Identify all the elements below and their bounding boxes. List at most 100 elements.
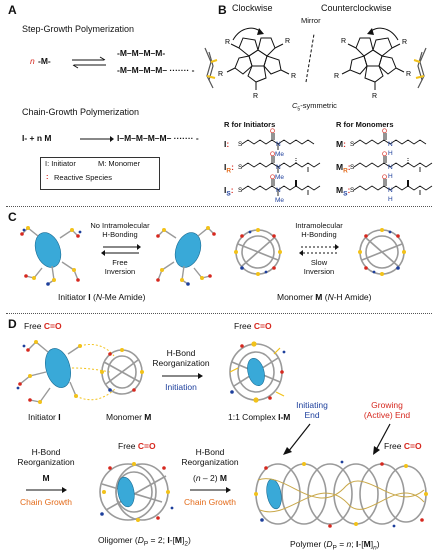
slow-inversion-line1: Slow bbox=[310, 258, 328, 267]
hbond-reorg-line2-a: Reorganization bbox=[152, 358, 210, 368]
legend-box bbox=[40, 157, 160, 190]
step-monomer: -M- bbox=[38, 56, 51, 66]
symmetry-label: C5-symmetric bbox=[292, 101, 337, 113]
n-methyl-label: Me bbox=[275, 197, 284, 204]
step-growth-title: Step-Growth Polymerization bbox=[22, 24, 135, 34]
carbonyl-oxygen: O bbox=[270, 151, 275, 158]
carbonyl-oxygen: O bbox=[382, 174, 387, 181]
r-initiators-heading: R for Initiators bbox=[224, 120, 276, 129]
chain-product: I–M–M–M–M– ······· - bbox=[117, 133, 199, 143]
r-label: R bbox=[406, 71, 411, 78]
panel-a-letter: A bbox=[8, 3, 17, 17]
chain-reactants: I- + n M bbox=[22, 133, 52, 143]
initiation-label: Initiation bbox=[165, 382, 197, 392]
r-label: R bbox=[372, 93, 377, 100]
r-group-structures: S S S S S S O O O O O O N N N N N N Me M… bbox=[238, 128, 433, 204]
oligomer-caption: Oligomer (DP = 2; I-[M]2) bbox=[98, 535, 191, 548]
polymer-structure bbox=[254, 460, 428, 528]
hbond-reorg-line1-a: H-Bond bbox=[166, 348, 196, 358]
monomer-structure-right bbox=[358, 228, 406, 276]
slow-inversion-arrow bbox=[299, 244, 339, 256]
nitrogen-atom: N bbox=[276, 141, 281, 148]
legend-reactive: Reactive Species bbox=[54, 173, 112, 182]
monomer-r-row-label: MR: bbox=[336, 162, 351, 175]
step-product-polymer: -M–M–M–M– ······· - bbox=[117, 65, 195, 75]
free-co-label-initiator: Free C=O bbox=[24, 321, 62, 331]
hbond-reorg-line2-c: Reorganization bbox=[181, 457, 239, 467]
carbonyl-oxygen: O bbox=[382, 128, 387, 135]
n-methyl-label: Me bbox=[275, 151, 284, 158]
n-hydrogen-label: H bbox=[388, 150, 393, 157]
chain-growth-arrow-2 bbox=[190, 487, 231, 493]
clockwise-label: Clockwise bbox=[232, 3, 273, 13]
r-label: R bbox=[285, 38, 290, 45]
nitrogen-atom: N bbox=[388, 187, 393, 194]
growing-end-line2: (Active) End bbox=[363, 410, 411, 420]
hbond-reorg-line1-c: H-Bond bbox=[195, 447, 225, 457]
r-label: R bbox=[402, 39, 407, 46]
initiation-arrow bbox=[162, 373, 203, 379]
corannulene-counterclockwise-structure: R R R R R bbox=[334, 27, 427, 100]
r-label: R bbox=[334, 73, 339, 80]
polymer-caption: Polymer (DP = n; I-[M]n) bbox=[290, 539, 380, 552]
free-co-label-complex: Free C=O bbox=[234, 321, 272, 331]
free-co-label-oligomer: Free C=O bbox=[118, 441, 156, 451]
sulfur-atom: S bbox=[238, 141, 243, 148]
step3-monomers: (n – 2) M bbox=[192, 473, 228, 483]
free-inversion-arrow bbox=[101, 244, 141, 256]
monomer-structure-left bbox=[234, 228, 282, 276]
panel-d-letter: D bbox=[8, 317, 17, 331]
initiator-structure-right bbox=[156, 226, 216, 286]
r-label: R bbox=[218, 71, 223, 78]
intra-hbond-line2: H-Bonding bbox=[301, 230, 337, 239]
growing-end-line1: Growing bbox=[371, 400, 403, 410]
r-label: R bbox=[253, 93, 258, 100]
mirror-label: Mirror bbox=[301, 16, 321, 25]
carbonyl-oxygen: O bbox=[270, 128, 275, 135]
chain-growth-label-1: Chain Growth bbox=[20, 497, 72, 507]
separator-ab-c bbox=[6, 206, 432, 207]
chain-arrow bbox=[80, 136, 114, 142]
hbond-reorg-line1-b: H-Bond bbox=[31, 447, 61, 457]
sulfur-atom: S bbox=[350, 164, 355, 171]
sulfur-atom: S bbox=[238, 164, 243, 171]
initiator-structure-left bbox=[20, 226, 82, 286]
r-label: R bbox=[291, 73, 296, 80]
r-label: R bbox=[341, 38, 346, 45]
initiator-row-label: I: bbox=[224, 139, 230, 149]
legend-initiator: I: Initiator bbox=[45, 159, 76, 168]
monomer-row-label: M: bbox=[336, 139, 346, 149]
step-equilibrium-arrow bbox=[72, 56, 106, 69]
sulfur-atom: S bbox=[350, 187, 355, 194]
no-hbond-line1: No Intramolecular bbox=[90, 221, 150, 230]
intra-hbond-line1: Intramolecular bbox=[295, 221, 343, 230]
free-inversion-line2: Inversion bbox=[104, 267, 136, 276]
legend-monomer: M: Monomer bbox=[98, 159, 141, 168]
complex-caption: 1:1 Complex I-M bbox=[228, 412, 291, 422]
chain-growth-label-2: Chain Growth bbox=[184, 497, 236, 507]
r-label: R bbox=[225, 39, 230, 46]
separator-c-d bbox=[6, 313, 432, 314]
corannulene-clockwise-structure: R R R R R bbox=[204, 27, 296, 100]
panel-b-letter: B bbox=[218, 3, 227, 17]
sulfur-atom: S bbox=[350, 141, 355, 148]
step-monomer-count: n bbox=[30, 56, 35, 66]
step-product-oligomer: -M–M–M–M- bbox=[117, 48, 166, 58]
initiating-end-line1: Initiating bbox=[296, 400, 328, 410]
complex-structure bbox=[229, 341, 286, 403]
free-inversion-line1: Free bbox=[112, 258, 128, 267]
initiating-end-line2: End bbox=[304, 410, 320, 420]
hbond-reorg-line2-b: Reorganization bbox=[17, 457, 75, 467]
chain-growth-arrow-1 bbox=[26, 487, 67, 493]
initiator-monomer-structures bbox=[16, 340, 144, 404]
initiator-caption-c: Initiator I (N-Me Amide) bbox=[58, 292, 146, 302]
nitrogen-atom: N bbox=[276, 187, 281, 194]
sulfur-atom: S bbox=[238, 187, 243, 194]
monomer-caption-d: Monomer M bbox=[106, 412, 152, 422]
free-co-label-polymer: Free C=O bbox=[384, 441, 422, 451]
no-hbond-line2: H-Bonding bbox=[102, 230, 138, 239]
nitrogen-atom: N bbox=[388, 141, 393, 148]
end-pointer-arrows bbox=[283, 423, 391, 455]
initiator-s-row-label: IS: bbox=[224, 185, 234, 198]
nitrogen-atom: N bbox=[388, 164, 393, 171]
